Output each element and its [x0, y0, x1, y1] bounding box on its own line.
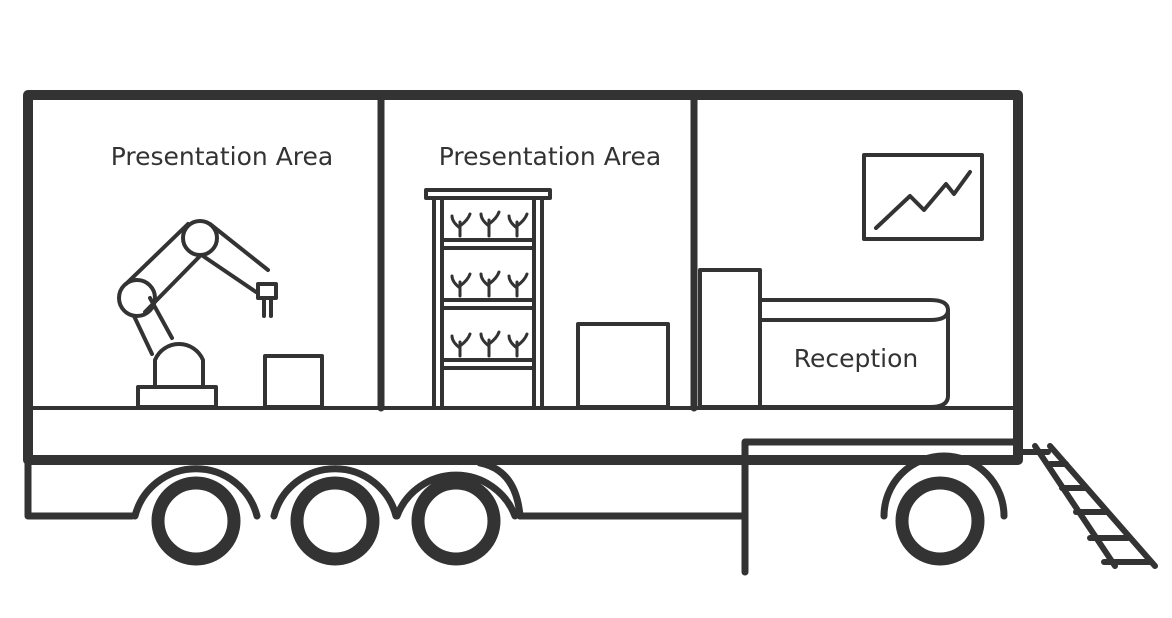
- wheel-icon: [880, 452, 1008, 566]
- robot-arm-icon: [117, 219, 278, 409]
- room-reception: Reception: [698, 153, 984, 409]
- ladder-icon: [1015, 443, 1158, 569]
- room-label: Presentation Area: [439, 142, 662, 171]
- vertical-farm-shelf-icon: [424, 188, 552, 409]
- reception-cabinet: [698, 268, 762, 409]
- room-presentation-area-2: Presentation Area: [424, 142, 670, 409]
- trend-chart-icon: [862, 153, 984, 241]
- wheel-icon: [393, 471, 519, 566]
- display-box: [576, 322, 670, 409]
- display-box: [263, 354, 324, 409]
- wheel-set: [131, 452, 1008, 566]
- plant-icon-group: [450, 210, 529, 358]
- room-label: Presentation Area: [111, 142, 334, 171]
- trailer-outline: [23, 90, 1023, 465]
- room-label: Reception: [794, 344, 919, 373]
- trailer-chassis: [24, 438, 1022, 576]
- wheel-icon: [131, 465, 261, 566]
- reception-desk: [758, 298, 950, 409]
- room-presentation-area-1: Presentation Area: [111, 142, 334, 409]
- wheel-icon: [270, 465, 400, 566]
